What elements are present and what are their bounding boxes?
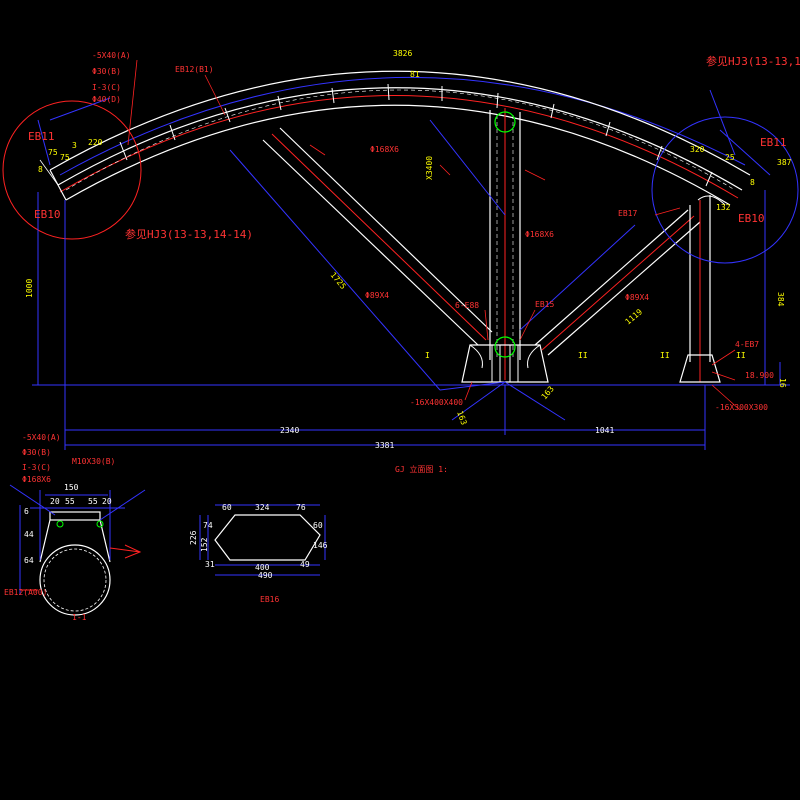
top-center-label: 81 <box>410 70 420 79</box>
top-chord <box>49 70 751 206</box>
plate-dim-31: 31 <box>205 560 215 569</box>
note-left-3: I-3(C) <box>92 83 121 92</box>
dim-25: 25 <box>725 153 735 162</box>
plate-dim-74: 74 <box>203 521 213 530</box>
dim-132: 132 <box>716 203 731 212</box>
section-label-top: EB12(B1) <box>175 65 214 74</box>
plate-title: EB16 <box>260 595 279 604</box>
dim-163a: 163 <box>455 410 468 427</box>
sec-note-4: Φ168X6 <box>22 475 51 484</box>
labels-group: 3826 81 EB12(B1) -5X40(A) Φ30(B) I-3(C) … <box>4 49 800 622</box>
leader-lines <box>127 59 741 411</box>
dim-320: 320 <box>690 145 705 154</box>
dim-8: 8 <box>38 165 43 174</box>
plate-eb16 <box>199 504 326 576</box>
span-dimension-arc <box>59 77 746 176</box>
sec-dim-150: 150 <box>64 483 79 492</box>
dim-384: 384 <box>776 292 785 307</box>
left-end-node <box>39 159 67 201</box>
right-support-column <box>679 195 726 383</box>
elevation-title: GJ 立面图 1: <box>395 464 448 474</box>
plate-dim-152: 152 <box>200 537 209 552</box>
dim-16: 16 <box>778 378 787 388</box>
right-diagonal-brace <box>534 209 701 356</box>
note-left-1: -5X40(A) <box>92 51 131 60</box>
sec-dim-55a: 55 <box>65 497 75 506</box>
roman-c: II <box>660 351 670 360</box>
dim-75a: 75 <box>48 148 58 157</box>
plate-dim-490: 490 <box>258 571 273 580</box>
dim-75b: 75 <box>60 153 70 162</box>
sec-note-2: Φ30(B) <box>22 448 51 457</box>
detail-circle-right <box>651 116 799 264</box>
dim-1041: 1041 <box>595 426 614 435</box>
fbl7-label: EB17 <box>618 209 637 218</box>
sec-dim-64: 64 <box>24 556 34 565</box>
plate-right-label: 4-EB7 <box>735 340 759 349</box>
dim-1725: 1725 <box>328 271 347 292</box>
note-left-2: Φ30(B) <box>92 67 121 76</box>
pipe-diag-right-label: Φ89X4 <box>625 293 649 302</box>
dim-3381: 3381 <box>375 441 394 450</box>
plate-dim-76: 76 <box>296 503 306 512</box>
fbl1-left-label: EB11 <box>28 130 55 143</box>
pipe-vert-label: Φ168X6 <box>525 230 554 239</box>
sec-note-1: -5X40(A) <box>22 433 61 442</box>
roman-b: II <box>578 351 588 360</box>
fbl0-left-label: EB10 <box>34 208 61 221</box>
node-marker-top <box>494 111 516 133</box>
plate-dim-60b: 60 <box>313 521 323 530</box>
elevation-label: 18.900 <box>745 371 774 380</box>
section-1-1 <box>9 484 146 616</box>
sec-note-3: I-3(C) <box>22 463 51 472</box>
sec-dim-44: 44 <box>24 530 34 539</box>
span-top-label: 3826 <box>393 49 412 58</box>
fbl1-right-label: EB11 <box>760 136 787 149</box>
fbl0-right-label: EB10 <box>738 212 765 225</box>
central-post <box>489 108 521 380</box>
plate-dim-60a: 60 <box>222 503 232 512</box>
dim-3: 3 <box>72 141 77 150</box>
plate-dim-400: 400 <box>255 563 270 572</box>
dim-220: 220 <box>88 138 103 147</box>
sec-dim-20b: 20 <box>102 497 112 506</box>
sec-dim-55b: 55 <box>88 497 98 506</box>
sec-dim-20a: 20 <box>50 497 60 506</box>
plate-dim-324: 324 <box>255 503 270 512</box>
roman-d: II <box>736 351 746 360</box>
node-marker-base <box>494 336 516 358</box>
plate-dim-146: 146 <box>313 541 328 550</box>
chord-ticks <box>119 83 713 187</box>
left-diagonal-brace <box>262 127 493 346</box>
sec-note-bolt: M10X30(B) <box>72 457 115 466</box>
sec-dim-6: 6 <box>24 507 29 516</box>
detail-circle-left <box>2 100 142 240</box>
sec-plate-label: EB12(A00) <box>4 588 47 597</box>
dim-2340: 2340 <box>280 426 299 435</box>
ref-detail-left: 参见HJ3(13-13,14-14) <box>125 227 253 241</box>
dim-1119: 1119 <box>624 307 645 326</box>
dim-3400: X3400 <box>425 156 434 180</box>
plate-left-label: 6-E88 <box>455 301 479 310</box>
pipe-top-label: Φ168X6 <box>370 145 399 154</box>
dim-8r: 8 <box>750 178 755 187</box>
pipe-diag-left-label: Φ89X4 <box>365 291 389 300</box>
roman-a: I <box>425 351 430 360</box>
note-left-4: Φ40(D) <box>92 95 121 104</box>
plate-base-label: -16X300X300 <box>715 403 768 412</box>
dim-1000: 1000 <box>25 279 34 298</box>
dim-163b: 163 <box>540 384 556 401</box>
dim-387: 387 <box>777 158 792 167</box>
dimension-lines <box>32 89 790 450</box>
central-base-node <box>461 344 549 383</box>
ref-detail-right: 参见HJ3(13-13,14-14) <box>706 54 800 68</box>
sec-title: 1-1 <box>72 613 87 622</box>
plate-dim-226: 226 <box>189 530 198 545</box>
plate-dim-49: 49 <box>300 560 310 569</box>
plate-mid-label: EB15 <box>535 300 554 309</box>
plate-base-left-label: -16X400X400 <box>410 398 463 407</box>
